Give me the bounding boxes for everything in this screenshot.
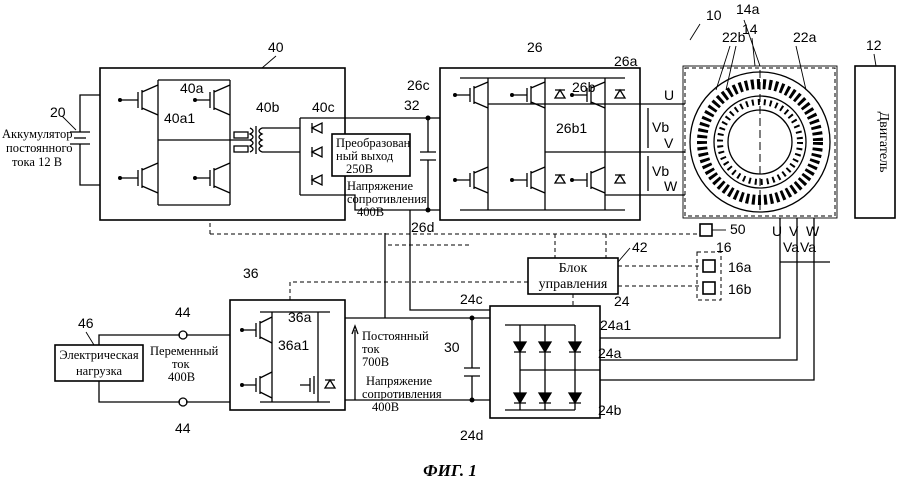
converter-block: 40 40a 40a1 40b 40c <box>99 39 346 221</box>
rectifier-ref: 24 <box>614 293 630 309</box>
battery: 20 Аккумулятор постоянного тока 12 В <box>2 94 100 186</box>
stator-ref-a: 14a <box>736 1 760 17</box>
ac-label-3: 400В <box>168 370 195 384</box>
engine-label: Двигатель <box>876 112 891 173</box>
converter-output-box: Преобразован ный выход 250В Напряжение с… <box>331 133 427 219</box>
coil-ref-b: 22b <box>722 29 746 45</box>
phase-w: W <box>664 178 678 194</box>
rectifier-ref-b: 24b <box>598 402 622 418</box>
converter-output-1: Преобразован <box>336 136 411 150</box>
coil-ref-a: 22a <box>793 29 817 45</box>
inverter-26-ref-d: 26d <box>411 219 434 235</box>
phase-v: V <box>664 135 674 151</box>
dc-label-1: Постоянный <box>362 329 429 343</box>
motor-phases-out <box>600 218 830 381</box>
engine-block: Двигатель 12 <box>854 37 896 219</box>
dc-label-3: 700В <box>362 355 389 369</box>
converter-output-3: 250В <box>346 162 373 176</box>
rectifier-ref-d: 24d <box>460 427 483 443</box>
va-1: Va <box>783 239 799 255</box>
converter-ref-a: 40a <box>180 80 204 96</box>
inverter-36-ref-a: 36a <box>288 309 312 325</box>
ac-label-2: ток <box>172 357 191 371</box>
electrical-load: Электрическая нагрузка 46 44 44 Переменн… <box>54 304 230 436</box>
motor-stator <box>682 65 838 219</box>
system-ref: 10 <box>706 7 722 23</box>
control-unit: Блок управления 42 <box>527 239 648 295</box>
inverter-26-ref-b: 26b <box>572 79 596 95</box>
out-w: W <box>806 223 820 239</box>
converter-voltage-3: 400В <box>357 205 384 219</box>
volt-36-label-1: Напряжение <box>366 374 432 388</box>
dc-bus-26 <box>345 117 440 211</box>
sensor-b-ref: 16b <box>728 281 752 297</box>
inverter-26-ref: 26 <box>527 39 543 55</box>
inverter-26-ref-a: 26a <box>614 53 638 69</box>
phase-lines-26 <box>640 103 685 196</box>
battery-ref: 20 <box>50 104 66 120</box>
dc-link-36 <box>345 210 490 401</box>
sensor-ref: 50 <box>730 221 746 237</box>
volt-36-label-2: сопротивления <box>362 387 442 401</box>
inverter-26-ref-c: 26c <box>407 77 430 93</box>
control-ref: 42 <box>632 239 648 255</box>
load-ref: 46 <box>78 315 94 331</box>
va-2: Va <box>800 239 816 255</box>
dc-label-2: ток <box>362 342 381 356</box>
load-label-2: нагрузка <box>76 364 123 378</box>
vb-lower: Vb <box>652 163 669 179</box>
battery-label-2: постоянного <box>6 141 73 155</box>
engine-ref: 12 <box>866 37 882 53</box>
ac-label-1: Переменный <box>150 344 219 358</box>
inverter-36-block: 36 36a 36a1 <box>229 265 346 411</box>
battery-label-3: тока 12 В <box>12 155 62 169</box>
rectifier-cap-ref: 30 <box>444 339 460 355</box>
terminal-ref-top: 44 <box>175 304 191 320</box>
converter-voltage-1: Напряжение <box>347 179 413 193</box>
control-label-1: Блок <box>559 261 588 276</box>
figure-caption: ФИГ. 1 <box>423 461 477 480</box>
volt-36-label-3: 400В <box>372 400 399 414</box>
converter-ref-a1: 40a1 <box>164 110 195 126</box>
phase-u: U <box>664 87 674 103</box>
vb-upper: Vb <box>652 119 669 135</box>
battery-label-1: Аккумулятор <box>2 127 72 141</box>
inverter-36-ref: 36 <box>243 265 259 281</box>
converter-ref-b: 40b <box>256 99 280 115</box>
converter-voltage-2: сопротивления <box>347 192 427 206</box>
inverter-26-block: 26 26a 26b 26b1 <box>439 39 641 221</box>
converter-output-2: ный выход <box>336 149 394 163</box>
sensor-group-ref: 16 <box>716 239 732 255</box>
control-label-2: управления <box>539 277 608 292</box>
rectifier-ref-a1: 24a1 <box>600 317 631 333</box>
sensors: 50 16 16a 16b <box>696 221 752 301</box>
inverter-36-ref-a1: 36a1 <box>278 337 309 353</box>
rectifier-ref-c: 24c <box>460 291 483 307</box>
converter-ref: 40 <box>268 39 284 55</box>
load-label-1: Электрическая <box>59 348 138 362</box>
inverter-26-cap-ref: 32 <box>404 97 420 113</box>
rectifier-ref-a: 24a <box>598 345 622 361</box>
out-u: U <box>772 223 782 239</box>
rectifier-24-block: 24 24a1 24a 24b <box>489 293 631 419</box>
sensor-a-ref: 16a <box>728 259 752 275</box>
converter-ref-c: 40c <box>312 99 335 115</box>
inverter-26-ref-b1: 26b1 <box>556 120 587 136</box>
terminal-ref-bottom: 44 <box>175 420 191 436</box>
out-v: V <box>789 223 799 239</box>
